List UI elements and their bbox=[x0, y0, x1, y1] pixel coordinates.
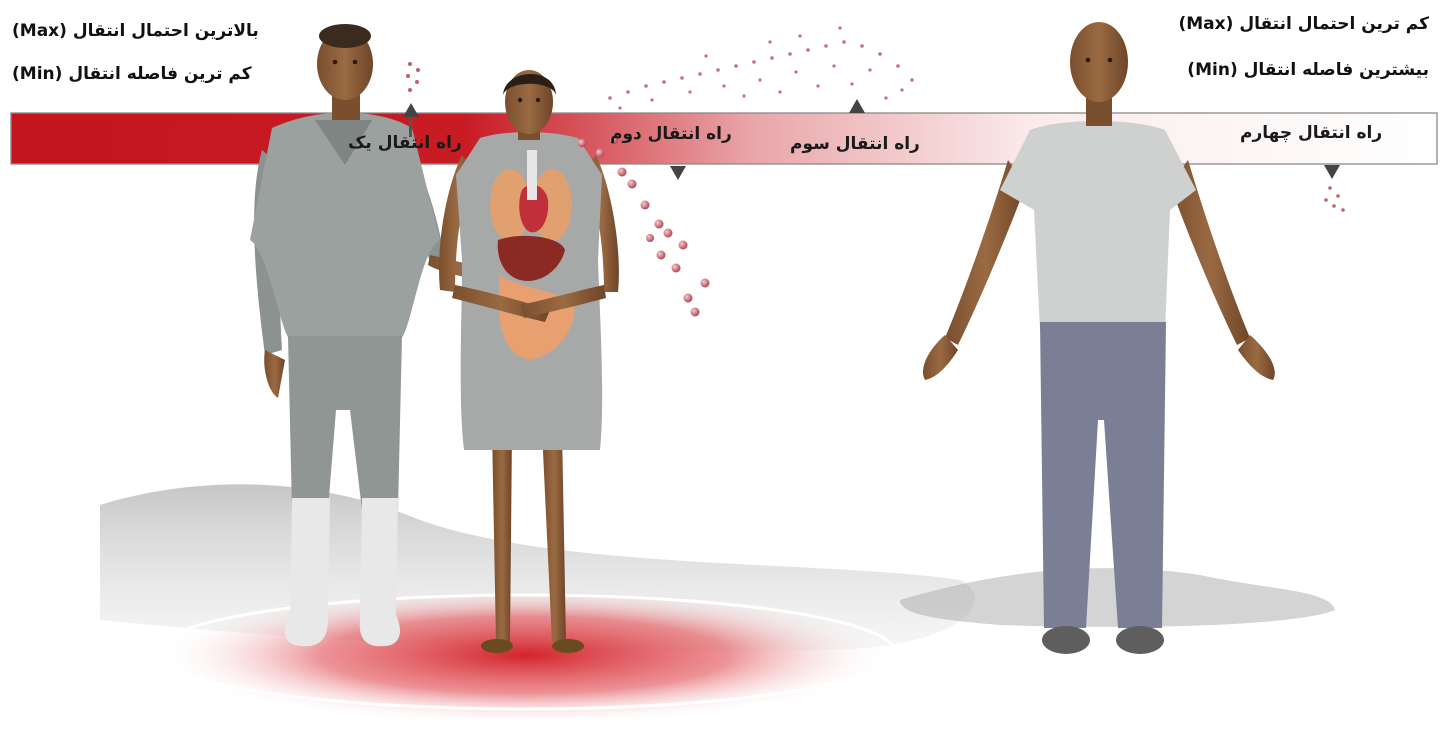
route-four-label: راه انتقال چهارم bbox=[1240, 123, 1382, 143]
route-one-label: راه انتقال یک bbox=[348, 133, 462, 153]
top-left-line1: بالاترین احتمال انتقال (Max) bbox=[12, 21, 259, 41]
top-right-line1: کم ترین احتمال انتقال (Max) bbox=[1178, 14, 1429, 34]
droplets-route-three bbox=[608, 26, 914, 109]
distance-label: ~1m bbox=[905, 648, 946, 672]
top-left-line2: کم ترین فاصله انتقال (Min) bbox=[12, 64, 252, 84]
route-two-label: راه انتقال دوم bbox=[610, 124, 732, 144]
route-three-arrow bbox=[849, 99, 865, 113]
droplets-route-one bbox=[406, 62, 420, 92]
route-two-arrow bbox=[670, 166, 686, 180]
route-three-label: راه انتقال سوم bbox=[790, 134, 920, 154]
droplets-route-four bbox=[1324, 186, 1345, 212]
route-one-arrow bbox=[403, 103, 419, 117]
top-right-line2: بیشترین فاصله انتقال (Min) bbox=[1187, 60, 1429, 80]
route-four-arrow bbox=[1324, 165, 1340, 179]
red-floor-zone bbox=[155, 585, 895, 725]
